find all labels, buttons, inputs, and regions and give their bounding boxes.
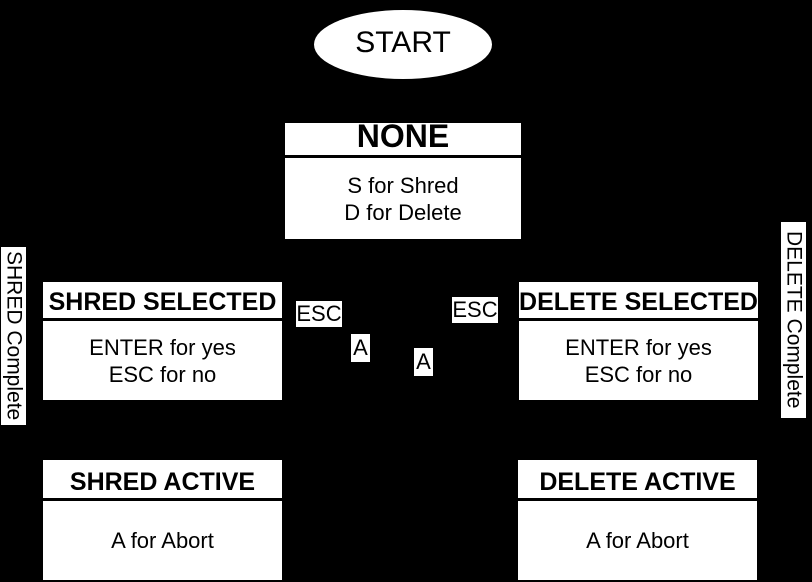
- state-body-line: ESC for no: [584, 361, 693, 387]
- state-delete-active-title: DELETE ACTIVE: [518, 460, 757, 501]
- state-body-line: D for Delete: [344, 199, 462, 225]
- state-shred-active-title: SHRED ACTIVE: [43, 460, 282, 501]
- start-node-label: START: [355, 25, 451, 59]
- state-shred-selected-body: ENTER for yes ESC for no: [43, 321, 282, 400]
- state-shred-active: SHRED ACTIVE A for Abort: [43, 460, 282, 580]
- state-delete-selected-body: ENTER for yes ESC for no: [519, 321, 758, 400]
- state-body-line: ENTER for yes: [89, 334, 236, 360]
- state-delete-active-body: A for Abort: [518, 501, 757, 580]
- state-shred-selected: SHRED SELECTED ENTER for yes ESC for no: [43, 282, 282, 400]
- state-delete-selected: DELETE SELECTED ENTER for yes ESC for no: [519, 282, 758, 400]
- state-none-body: S for Shred D for Delete: [285, 158, 521, 239]
- edge-label-abort-left: A: [351, 334, 370, 362]
- edge-label-abort-right: A: [414, 348, 433, 376]
- edge-label-esc-left: ESC: [296, 301, 342, 327]
- state-shred-active-body: A for Abort: [43, 501, 282, 580]
- state-none-title: NONE: [285, 120, 521, 158]
- state-body-line: S for Shred: [347, 172, 459, 198]
- edge-label-delete-complete: DELETE Complete: [781, 222, 806, 418]
- edge-label-esc-right: ESC: [452, 297, 498, 323]
- state-body-line: ESC for no: [108, 361, 217, 387]
- state-body-line: A for Abort: [111, 528, 214, 553]
- state-shred-selected-title: SHRED SELECTED: [43, 282, 282, 321]
- state-delete-active: DELETE ACTIVE A for Abort: [518, 460, 757, 580]
- state-none: NONE S for Shred D for Delete: [285, 120, 521, 239]
- start-node: START: [314, 10, 492, 79]
- state-body-line: ENTER for yes: [565, 334, 712, 360]
- state-body-line: A for Abort: [586, 528, 689, 553]
- state-delete-selected-title: DELETE SELECTED: [519, 282, 758, 321]
- edge-label-shred-complete: SHRED Complete: [1, 247, 26, 425]
